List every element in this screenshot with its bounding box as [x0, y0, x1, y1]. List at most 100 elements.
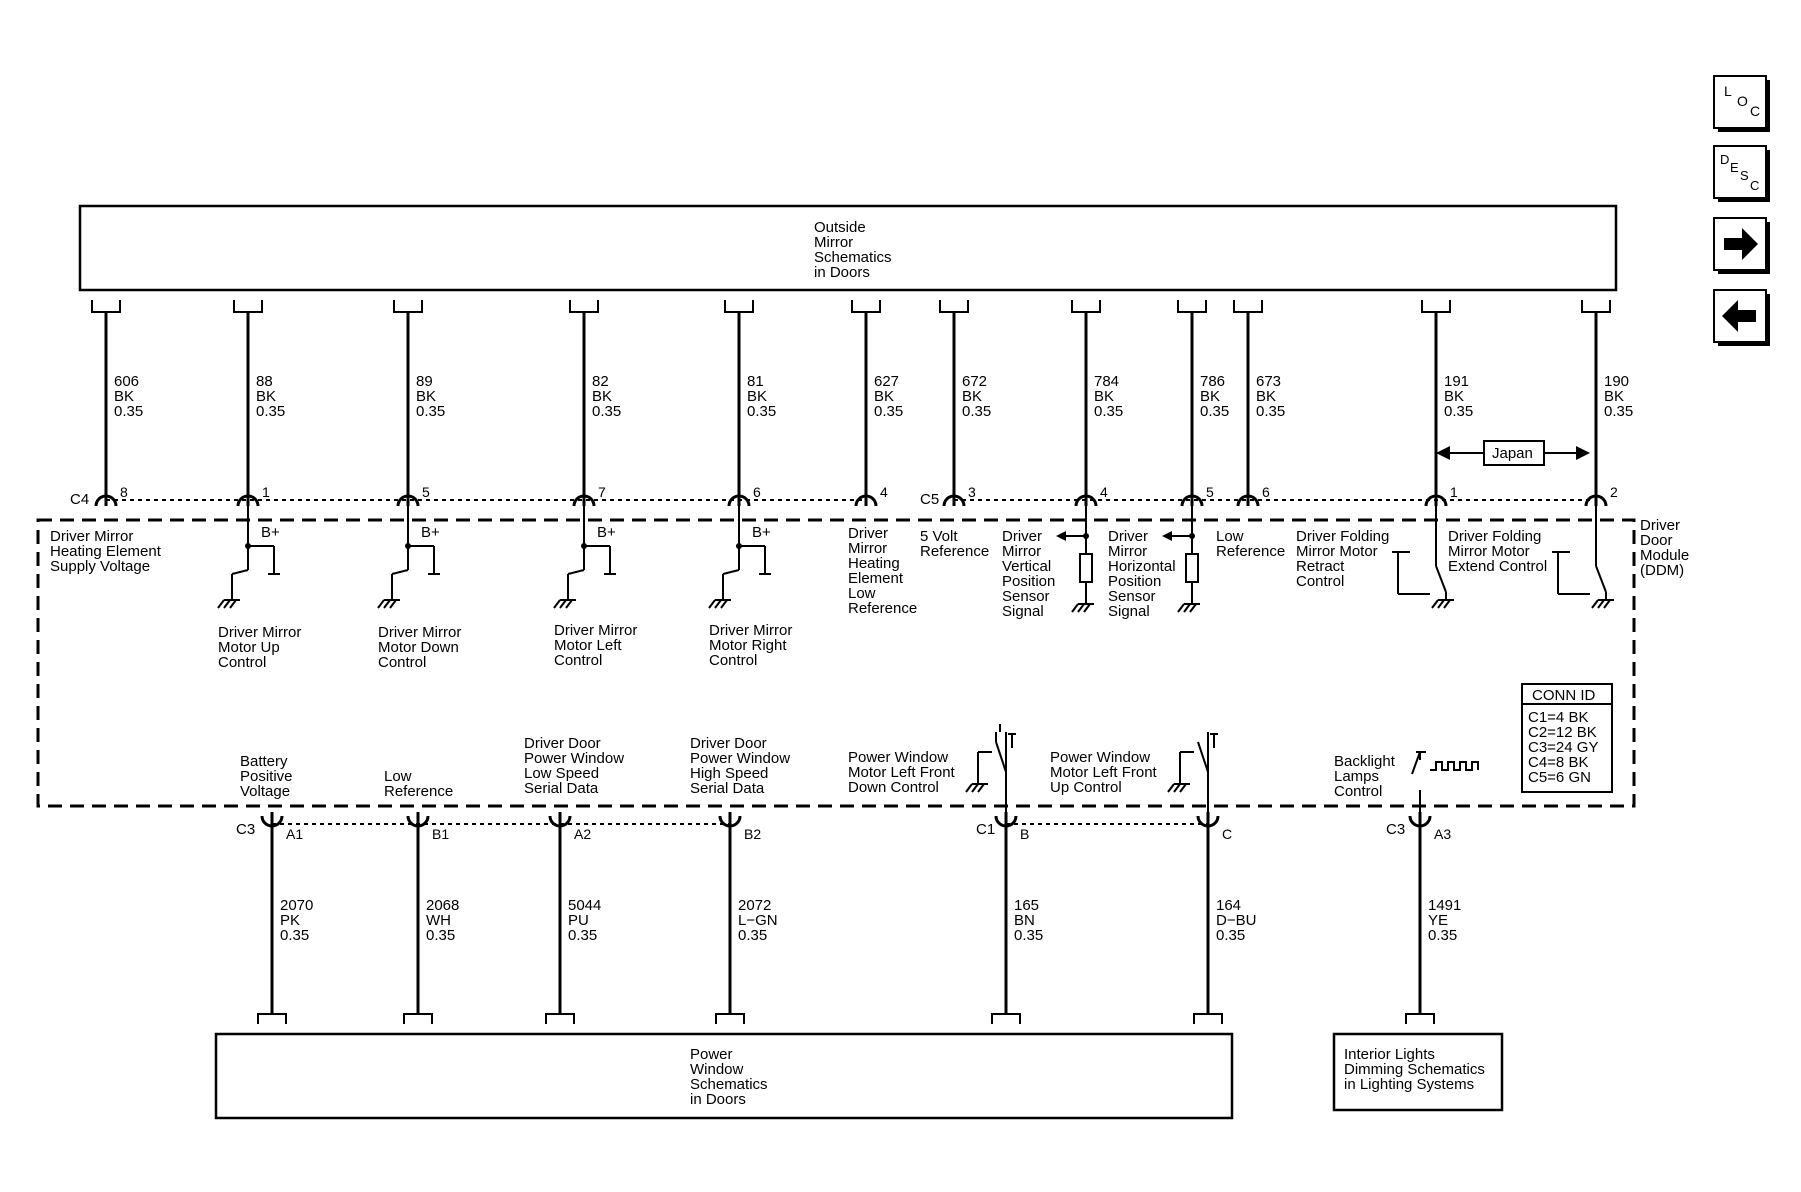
wire-circuit-number: 82	[592, 373, 609, 390]
terminal-stub	[1421, 300, 1451, 313]
desc-letter-1: D	[1720, 152, 1729, 167]
outside-mirror-schematics-box[interactable]: Outside Mirror Schematics in Doors	[78, 204, 1618, 292]
module-internals-top: B+ B+ B+ B+	[217, 506, 1614, 613]
terminal-stub	[1071, 300, 1101, 313]
conn-id-row-1: C1=4 BK	[1528, 709, 1588, 726]
pin-number: 5	[1206, 484, 1214, 500]
desc-button[interactable]: D E S C	[1713, 145, 1770, 202]
label-high-speed-line-2: Power Window	[690, 750, 790, 767]
label-motor-up-line-3: Control	[218, 654, 266, 671]
lighting-box-line-2: Dimming Schematics	[1344, 1061, 1485, 1078]
label-motor-left-line-3: Control	[554, 652, 602, 669]
label-backlight: Backlight Lamps Control	[1334, 753, 1396, 800]
pin-number: A1	[286, 826, 303, 842]
wire-gauge: 0.35	[962, 403, 991, 420]
label-fold-retract-line-4: Control	[1296, 573, 1344, 590]
japan-indicator: Japan	[1436, 440, 1590, 466]
module-label-line-1: Driver	[1640, 517, 1680, 534]
label-motor-down-line-1: Driver Mirror	[378, 624, 461, 641]
wire-gauge: 0.35	[280, 927, 309, 944]
prev-page-button[interactable]	[1713, 289, 1770, 346]
pin-number: 5	[422, 484, 430, 500]
terminal-stub	[724, 300, 754, 313]
desc-letter-2: E	[1730, 160, 1739, 175]
loc-letter-1: L	[1724, 83, 1732, 99]
wire-circuit-number: 88	[256, 373, 273, 390]
bottom-box-line-2: Window	[690, 1061, 744, 1078]
wire-gauge: 0.35	[1200, 403, 1229, 420]
wire-circuit-number: 190	[1604, 373, 1629, 390]
terminal-stub	[991, 1013, 1021, 1024]
conn-id-row-4: C4=8 BK	[1528, 754, 1588, 771]
pin-number: A2	[574, 826, 591, 842]
terminal-stub	[1193, 1013, 1223, 1024]
next-page-button[interactable]	[1713, 217, 1770, 274]
top-box-line-1: Outside	[814, 219, 866, 236]
label-heating-low-line-5: Low	[848, 585, 876, 602]
window-down-switch	[965, 724, 1016, 812]
label-window-down-line-3: Down Control	[848, 779, 939, 796]
bplus-label-2: B+	[421, 524, 440, 541]
wire-gauge: 0.35	[592, 403, 621, 420]
label-low-ref-top-line-1: Low	[1216, 528, 1244, 545]
label-motor-up: Driver Mirror Motor Up Control	[218, 624, 301, 671]
label-five-volt-line-2: Reference	[920, 543, 989, 560]
wire-color: BK	[747, 388, 767, 405]
connector-c3b-label: C3	[1386, 821, 1405, 838]
wire-color: BK	[1444, 388, 1464, 405]
window-up-switch	[1167, 732, 1218, 812]
pin-number: C	[1222, 826, 1232, 842]
label-horizontal-sensor-line-1: Driver	[1108, 528, 1148, 545]
interior-lights-schematics-box[interactable]: Interior Lights Dimming Schematics in Li…	[1332, 1032, 1504, 1112]
label-window-down: Power Window Motor Left Front Down Contr…	[848, 749, 956, 796]
wire-gauge: 0.35	[568, 927, 597, 944]
pin-number: 8	[120, 484, 128, 500]
conn-id-row-5: C5=6 GN	[1528, 769, 1591, 786]
label-battery: Battery Positive Voltage	[240, 753, 293, 800]
label-motor-right-line-1: Driver Mirror	[709, 622, 792, 639]
loc-letter-3: C	[1750, 103, 1760, 119]
label-motor-left-line-1: Driver Mirror	[554, 622, 637, 639]
bplus-label-4: B+	[752, 524, 771, 541]
label-five-volt-line-1: 5 Volt	[920, 528, 958, 545]
lighting-box-line-3: in Lighting Systems	[1344, 1076, 1474, 1093]
pin-number: 2	[1610, 484, 1618, 500]
wire-gauge: 0.35	[114, 403, 143, 420]
label-low-ref-top: Low Reference	[1216, 528, 1285, 560]
loc-button[interactable]: L O C	[1713, 75, 1770, 132]
label-low-speed-line-4: Serial Data	[524, 780, 599, 797]
label-battery-line-3: Voltage	[240, 783, 290, 800]
relay-motor-right	[708, 506, 771, 609]
power-window-schematics-box[interactable]: Power Window Schematics in Doors	[214, 1032, 1234, 1120]
label-low-ref-top-line-2: Reference	[1216, 543, 1285, 560]
top-box-line-2: Mirror	[814, 234, 853, 251]
terminal-stub	[1233, 300, 1263, 313]
label-motor-right-line-2: Motor Right	[709, 637, 787, 654]
label-vertical-sensor-line-5: Sensor	[1002, 588, 1050, 605]
conn-id-row-2: C2=12 BK	[1528, 724, 1597, 741]
label-horizontal-sensor: Driver Mirror Horizontal Position Sensor…	[1108, 528, 1176, 620]
terminal-stub	[939, 300, 969, 313]
label-heating-supply-line-2: Heating Element	[50, 543, 162, 560]
connector-c3-label: C3	[236, 821, 255, 838]
backlight-pwm-switch	[1411, 751, 1479, 812]
